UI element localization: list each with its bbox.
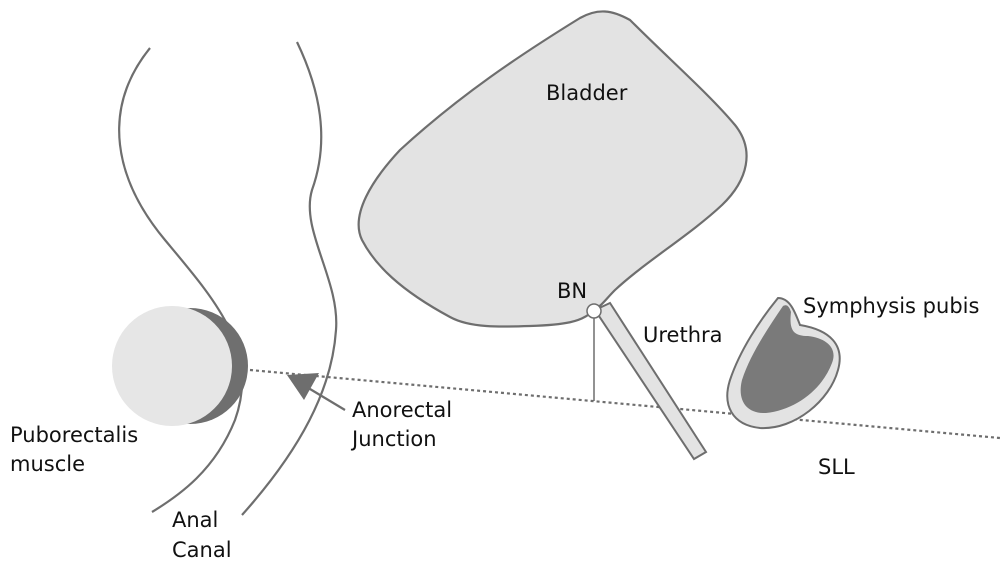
anorectal-junction-label-line1: Anorectal bbox=[352, 398, 452, 422]
urethra-label: Urethra bbox=[643, 323, 723, 347]
anal-canal-right-wall bbox=[241, 41, 338, 516]
bladder bbox=[357, 10, 748, 328]
bn-label: BN bbox=[557, 279, 587, 303]
anorectal-junction-arrow bbox=[287, 373, 346, 411]
puborectalis-muscle bbox=[112, 306, 248, 426]
bn-marker bbox=[586, 303, 602, 319]
puborectalis-label-line1: Puborectalis bbox=[10, 423, 138, 447]
symphysis-pubis bbox=[726, 296, 841, 430]
anal-canal-label-line2: Canal bbox=[172, 538, 232, 562]
anal-canal-left-wall bbox=[118, 47, 244, 513]
puborectalis-label-line2: muscle bbox=[10, 452, 85, 476]
urethra bbox=[593, 301, 708, 461]
anorectal-junction-label-line2: Junction bbox=[350, 427, 437, 451]
bladder-label: Bladder bbox=[546, 81, 628, 105]
symphysis-pubis-label: Symphysis pubis bbox=[803, 294, 979, 318]
sll-label: SLL bbox=[818, 455, 855, 479]
anal-canal-label-line1: Anal bbox=[172, 508, 218, 532]
